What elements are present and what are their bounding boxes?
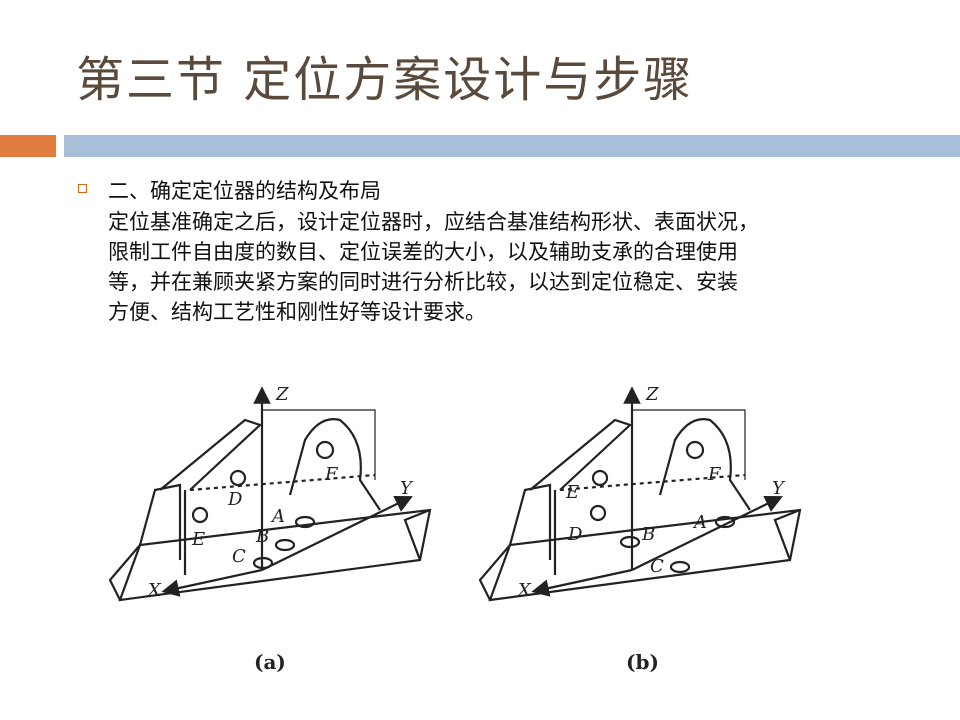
point-label-e: E xyxy=(191,529,205,550)
point-label-d: D xyxy=(567,524,583,545)
point-label-d: D xyxy=(227,489,243,510)
title-bar xyxy=(64,135,960,157)
point-label-c: C xyxy=(232,546,246,567)
point-label-a: A xyxy=(270,506,285,527)
axis-label-y: Y xyxy=(400,478,414,499)
point-label-f: F xyxy=(707,464,722,485)
figure-caption-a: (a) xyxy=(254,650,286,674)
fixture-figure-a xyxy=(108,386,432,602)
axis-label-x: X xyxy=(146,580,162,601)
paragraph-line: 定位基准确定之后，设计定位器时，应结合基准结构形状、表面状况， xyxy=(108,210,759,234)
body-paragraph: 定位基准确定之后，设计定位器时，应结合基准结构形状、表面状况， 限制工件自由度的… xyxy=(108,207,928,327)
paragraph-line: 方便、结构工艺性和刚性好等设计要求。 xyxy=(108,300,486,324)
point-label-a: A xyxy=(692,512,707,533)
point-label-f: F xyxy=(324,464,339,485)
fixture-figure-b xyxy=(478,386,802,602)
point-label-b: B xyxy=(255,526,269,547)
figure-a-labels: Z Y X A B C D E F xyxy=(146,384,414,601)
fixture-diagram: Z Y X A B C D E F Z Y X A B C D xyxy=(108,384,802,602)
section-heading: 二、确定定位器的结构及布局 xyxy=(108,179,381,203)
point-label-c: C xyxy=(650,556,664,577)
slide-title: 第三节 定位方案设计与步骤 xyxy=(76,52,694,108)
axis-label-z: Z xyxy=(275,384,289,405)
title-bar-accent xyxy=(0,135,56,157)
axis-label-y: Y xyxy=(772,478,786,499)
paragraph-line: 等，并在兼顾夹紧方案的同时进行分析比较，以达到定位稳定、安装 xyxy=(108,270,738,294)
figure-b-labels: Z Y X A B C D E F xyxy=(516,384,786,601)
axis-label-x: X xyxy=(516,580,532,601)
figure-caption-b: (b) xyxy=(626,650,659,674)
paragraph-line: 限制工件自由度的数目、定位误差的大小，以及辅助支承的合理使用 xyxy=(108,240,738,264)
bullet-square-icon xyxy=(78,184,87,193)
point-label-b: B xyxy=(641,524,655,545)
axis-label-z: Z xyxy=(645,384,659,405)
point-label-e: E xyxy=(565,482,579,503)
